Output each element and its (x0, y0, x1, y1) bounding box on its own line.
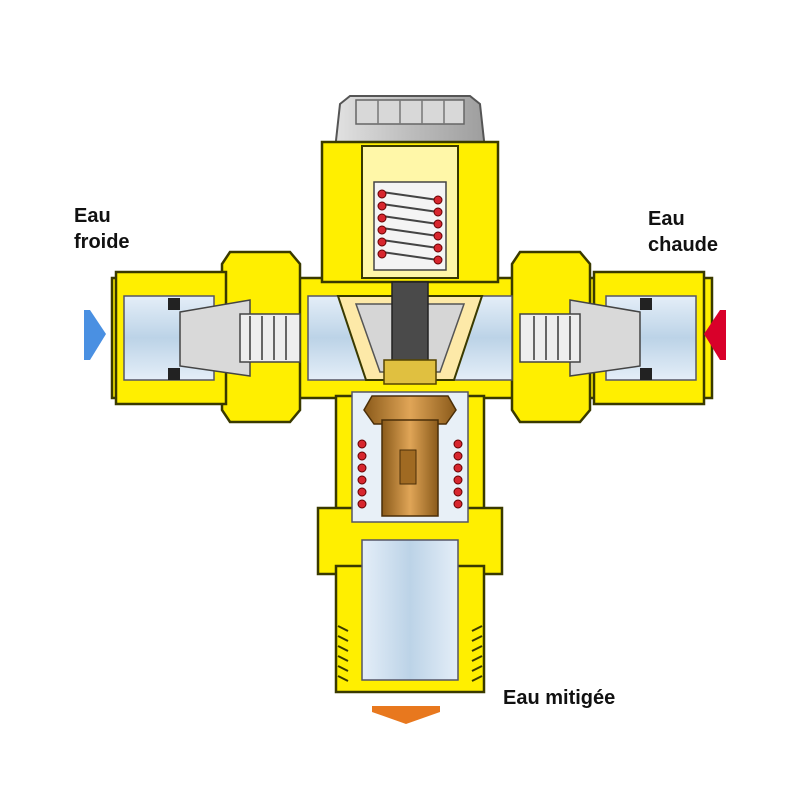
mixing-cone (336, 281, 484, 385)
spring-wire (381, 191, 439, 201)
hot-water-label-line1: Eau (648, 208, 685, 230)
spring-coil (453, 475, 463, 485)
spring-coil (453, 463, 463, 473)
spring-coil (377, 189, 387, 199)
mixed-water-label-text: Eau mitigée (503, 687, 616, 709)
thread-line (471, 665, 483, 672)
upper-spring-housing (361, 145, 459, 279)
lower-spring-left (357, 439, 367, 509)
spring-coil (377, 201, 387, 211)
spring-coil (357, 451, 367, 461)
spring-coil (453, 451, 463, 461)
spring-coil (453, 499, 463, 509)
spring-coil (433, 255, 443, 265)
arrow-down-icon (372, 706, 440, 724)
cold-water-label: Eau froide (74, 203, 130, 255)
thread-line (337, 625, 349, 632)
spring-wire (381, 215, 439, 225)
thread-line (471, 655, 483, 662)
thread-line (337, 635, 349, 642)
thread-line (471, 675, 483, 682)
mixed-water-label: Eau mitigée (503, 685, 615, 711)
spring-coil (433, 195, 443, 205)
hot-water-label: Eau chaude (648, 206, 718, 258)
thread-line (471, 635, 483, 642)
thread-line (337, 675, 349, 682)
spring-wire (381, 203, 439, 213)
spring-coil (377, 225, 387, 235)
spring-coil (433, 243, 443, 253)
arrow-right-icon (84, 310, 106, 360)
spring-coil (377, 237, 387, 247)
thread-line (337, 645, 349, 652)
spring-coil (377, 249, 387, 259)
spring-coil (433, 207, 443, 217)
spring-coil (453, 439, 463, 449)
outlet-thread (337, 625, 483, 682)
check-valve-hot (519, 298, 652, 380)
arrow-left-icon (704, 310, 726, 360)
spring-coil (377, 213, 387, 223)
thread-line (337, 655, 349, 662)
thread-line (471, 645, 483, 652)
spring-coil (357, 487, 367, 497)
cold-water-label-line1: Eau (74, 205, 111, 227)
spring-wire (381, 239, 439, 249)
spring-wire (381, 251, 439, 261)
spring-coil (433, 231, 443, 241)
spring-coil (433, 219, 443, 229)
cold-water-label-line2: froide (74, 231, 130, 253)
upper-spring (377, 189, 443, 265)
spring-coil (357, 475, 367, 485)
lower-spring-right (453, 439, 463, 509)
spring-coil (357, 463, 367, 473)
thread-line (471, 625, 483, 632)
spring-coil (453, 487, 463, 497)
spring-wire (381, 227, 439, 237)
spring-coil (357, 439, 367, 449)
thread-line (337, 665, 349, 672)
spring-coil (357, 499, 367, 509)
hot-water-label-line2: chaude (648, 234, 719, 256)
check-valve-cold (168, 298, 301, 380)
thermostatic-element (357, 395, 463, 517)
